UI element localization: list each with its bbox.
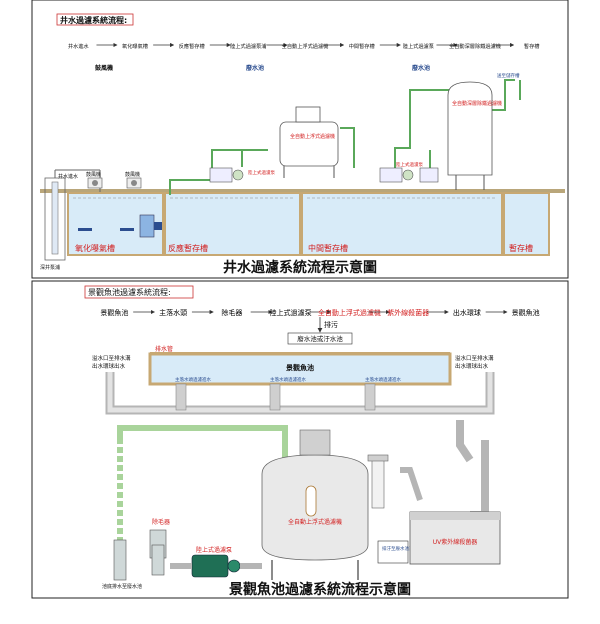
pond-pipe-label-2: 主落水頭過濾進水 (270, 376, 306, 383)
pump-a-label: 陸上式過濾泵 (248, 169, 275, 176)
top-flow-step-7: 全自動深層除鐵過濾機 (449, 42, 501, 50)
tank-label-reaction: 反應暫存槽 (168, 243, 208, 253)
top-tank-2 (164, 192, 301, 256)
uv-label: UV紫外線殺菌器 (433, 538, 478, 546)
bottom-flow-step-6: 出水環球 (453, 308, 481, 317)
collection-pipe (105, 372, 495, 415)
hair-filter-label: 除毛器 (152, 518, 170, 526)
waste-box (287, 332, 353, 345)
waste-label-right: 廢水池 (411, 64, 430, 72)
bottom-flow-title-box (84, 285, 194, 299)
overflow-pipe-label: 排水管 (155, 345, 173, 353)
bottom-flow-step-1: 主落水頭 (159, 308, 187, 317)
well-assembly (44, 169, 101, 261)
bottom-pump-label: 陸上式過濾泵 (196, 546, 232, 554)
uv-sterilizer (409, 511, 501, 565)
pond-pipe-label-1: 主落水頭過濾進水 (175, 376, 211, 383)
bottom-float-filter (261, 429, 369, 580)
top-flow-step-1: 氧化曝氣槽 (122, 42, 148, 50)
bottom-flow-step-7: 景觀魚池 (512, 308, 540, 317)
pump-b-label: 陸上式過濾泵 (396, 161, 423, 168)
waste-box-label: 廢水池或汙水池 (297, 334, 343, 343)
top-tank-3 (301, 192, 503, 256)
upper-float-filter (279, 106, 339, 178)
drain-sign (377, 540, 409, 564)
blower-left (87, 177, 103, 189)
pond-pipe-label-3: 主落水頭過濾進水 (365, 376, 401, 383)
top-pump-b (379, 167, 439, 183)
drain-sign-text: 排汙至廢水池或汙水池 (382, 545, 427, 552)
iron-filter-vessel (447, 81, 493, 190)
top-flow-step-6: 陸上式過濾泵 (403, 42, 434, 50)
top-flow-step-3: 陸上式過濾泵浦 (230, 42, 266, 50)
top-flow-title: 井水過濾系統流程: (60, 15, 127, 25)
bottom-filter-label: 全自動上浮式過濾機 (288, 518, 342, 526)
top-pump-a (209, 167, 244, 183)
to-tank-label: 送至儲存槽 (497, 72, 520, 79)
bottom-flow-chain: 景觀魚池 主落水頭 除毛器 陸上式過濾泵全自動上浮式過濾機紫外線殺菌器 出水環球 景觀魚池 (100, 308, 539, 317)
top-caption: 井水過濾系統流程示意圖 (223, 259, 377, 276)
top-flow-step-4: 全自動上浮式過濾機 (282, 42, 329, 50)
blower-right (126, 177, 142, 189)
top-flow-step-5: 中間暫存槽 (349, 42, 375, 50)
bottom-flow-title: 景觀魚池過濾系統流程: (88, 287, 171, 297)
blower-left-label: 鼓風機 (86, 171, 101, 178)
top-tank-4 (503, 192, 550, 256)
drain-label: 排污 (324, 320, 338, 329)
top-flow-title-box (56, 13, 134, 26)
right-side-label-2: 出水環球出水 (455, 362, 489, 370)
left-drain-pipe (113, 539, 127, 581)
left-side-label-2: 出水環球出水 (92, 362, 126, 370)
pond-basin (148, 352, 452, 386)
iron-filter-label: 全自動深層除鐵過濾機 (452, 100, 502, 107)
bottom-caption: 景觀魚池過濾系統流程示意圖 (229, 581, 411, 598)
aeration-diffusers (78, 214, 162, 238)
blower-right-label: 鼓風機 (125, 171, 140, 178)
hair-filter (149, 529, 167, 576)
waste-label-left: 廢水池 (245, 64, 264, 72)
well-pump-label: 深井泵浦 (40, 264, 60, 271)
bottom-flow-step-0: 景觀魚池 (100, 308, 128, 317)
tank-label-storage: 暫存槽 (509, 243, 533, 253)
valve-column (367, 454, 389, 509)
bottom-flow-step-5: 紫外線殺菌器 (387, 308, 429, 317)
aeration-box-label: 鼓風機 (95, 64, 113, 72)
pond-label: 景觀魚池 (285, 363, 314, 372)
upper-filter-label: 全自動上浮式過濾機 (290, 133, 335, 140)
top-flow-step-2: 反應暫存槽 (179, 42, 205, 50)
bottom-pump (170, 554, 262, 578)
top-flow-step-8: 暫存槽 (524, 42, 540, 50)
right-side-label-1: 溢水口至排水溝 (455, 354, 494, 362)
bottom-flow-step-3: 陸上式過濾泵 (270, 308, 312, 317)
tank-label-middle: 中間暫存槽 (308, 243, 348, 253)
left-drain-label: 池底排水至廢水池 (102, 583, 142, 590)
left-side-label-1: 溢水口至排水溝 (92, 354, 131, 362)
tank-label-aeration: 氧化曝氣槽 (75, 243, 115, 253)
bottom-flow-step-4: 全自動上浮式過濾機 (318, 308, 381, 317)
bottom-flow-step-2: 除毛器 (221, 308, 242, 317)
well-inlet-label: 井水進水 (58, 173, 78, 180)
top-flow-chain: 井水進水 氧化曝氣槽 反應暫存槽 陸上式過濾泵浦 全自動上浮式過濾機 中間暫存槽 陸上式過濾… (68, 42, 540, 50)
top-flow-step-0: 井水進水 (68, 42, 90, 50)
